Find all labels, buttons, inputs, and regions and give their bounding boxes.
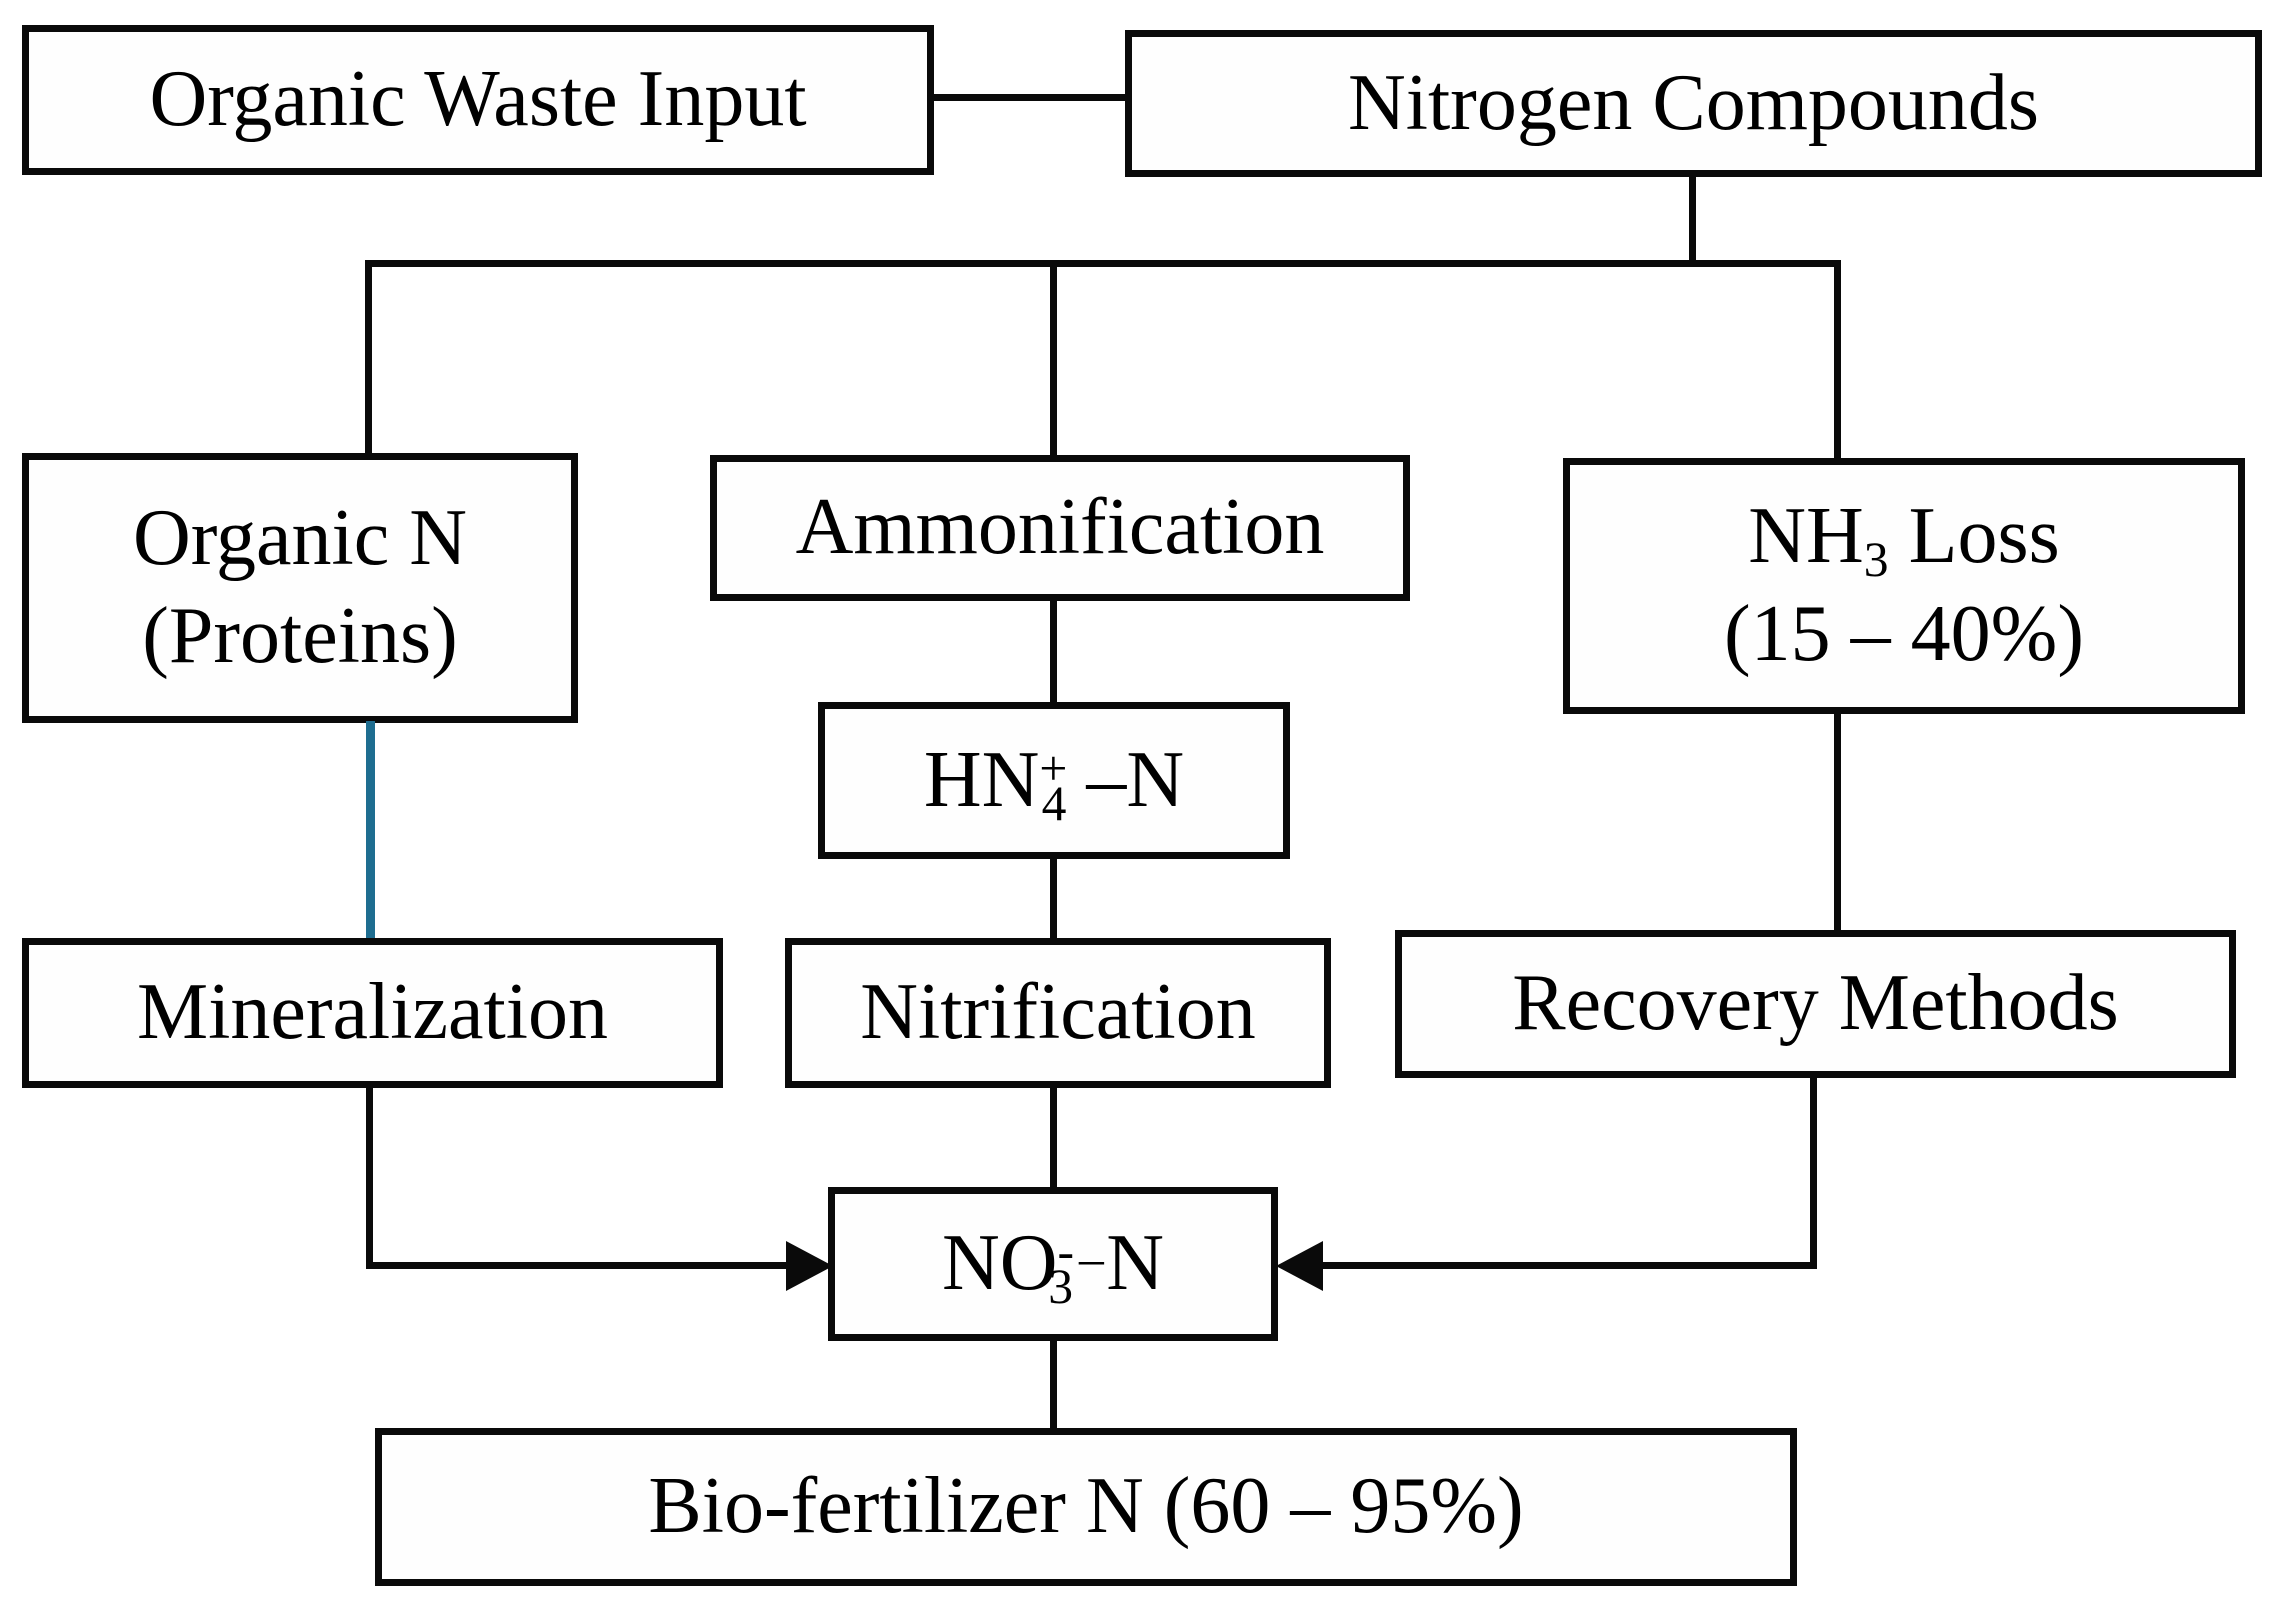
node-label: Ammonification: [795, 483, 1325, 572]
node-nitrogen-compounds: Nitrogen Compounds: [1125, 30, 2262, 177]
node-nh3-loss: NH3 Loss (15 – 40%): [1563, 458, 2245, 714]
node-label: Nitrification: [860, 968, 1256, 1057]
node-label: HN+4 –N: [923, 735, 1185, 831]
node-nitrification: Nitrification: [785, 938, 1331, 1088]
connector-hn4-nitrification: [1050, 856, 1057, 942]
connector-organicn-mineralization-accent: [366, 721, 375, 940]
node-hn4-n: HN+4 –N: [818, 702, 1290, 859]
connector-distribution-line: [365, 260, 1841, 267]
node-ammonification: Ammonification: [710, 455, 1410, 601]
node-recovery-methods: Recovery Methods: [1395, 930, 2236, 1078]
connector-branch-organic-n: [365, 260, 372, 456]
node-label: Organic Waste Input: [149, 55, 807, 144]
connector-mineralization-no3-horizontal: [366, 1262, 790, 1269]
connector-no3-biofertilizer: [1050, 1338, 1057, 1430]
connector-nitrification-no3: [1050, 1085, 1057, 1190]
connector-ammonification-hn4: [1050, 598, 1057, 705]
node-label-line2: (Proteins): [142, 592, 458, 680]
connector-branch-ammonification: [1050, 260, 1057, 458]
arrowhead-left-icon: [1276, 1241, 1323, 1291]
connector-recovery-no3-horizontal: [1322, 1262, 1817, 1269]
node-label-line1: NH3 Loss: [1748, 492, 2060, 588]
connector-mineralization-no3-vertical: [366, 1086, 373, 1269]
connector-nc-stem: [1689, 175, 1696, 267]
node-mineralization: Mineralization: [22, 938, 723, 1088]
connector-recovery-no3-vertical: [1810, 1075, 1817, 1268]
connector-nh3loss-recovery: [1834, 711, 1841, 933]
connector-branch-nh3-loss: [1834, 260, 1841, 461]
arrowhead-right-icon: [786, 1241, 833, 1291]
node-label: Mineralization: [137, 968, 608, 1057]
node-label: Recovery Methods: [1512, 959, 2119, 1048]
node-organic-n: Organic N (Proteins): [22, 453, 578, 723]
node-label-line1: Organic N: [133, 494, 467, 583]
node-organic-waste-input: Organic Waste Input: [22, 25, 934, 175]
node-bio-fertilizer: Bio-fertilizer N (60 – 95%): [375, 1428, 1797, 1586]
node-label: Nitrogen Compounds: [1347, 58, 2040, 147]
connector-owi-nc: [930, 94, 1127, 101]
node-label: Bio-fertilizer N (60 – 95%): [648, 1462, 1524, 1551]
node-label: NO-3–N: [941, 1219, 1165, 1315]
node-no3-n: NO-3–N: [828, 1187, 1278, 1341]
node-label-line2: (15 – 40%): [1724, 590, 2084, 678]
